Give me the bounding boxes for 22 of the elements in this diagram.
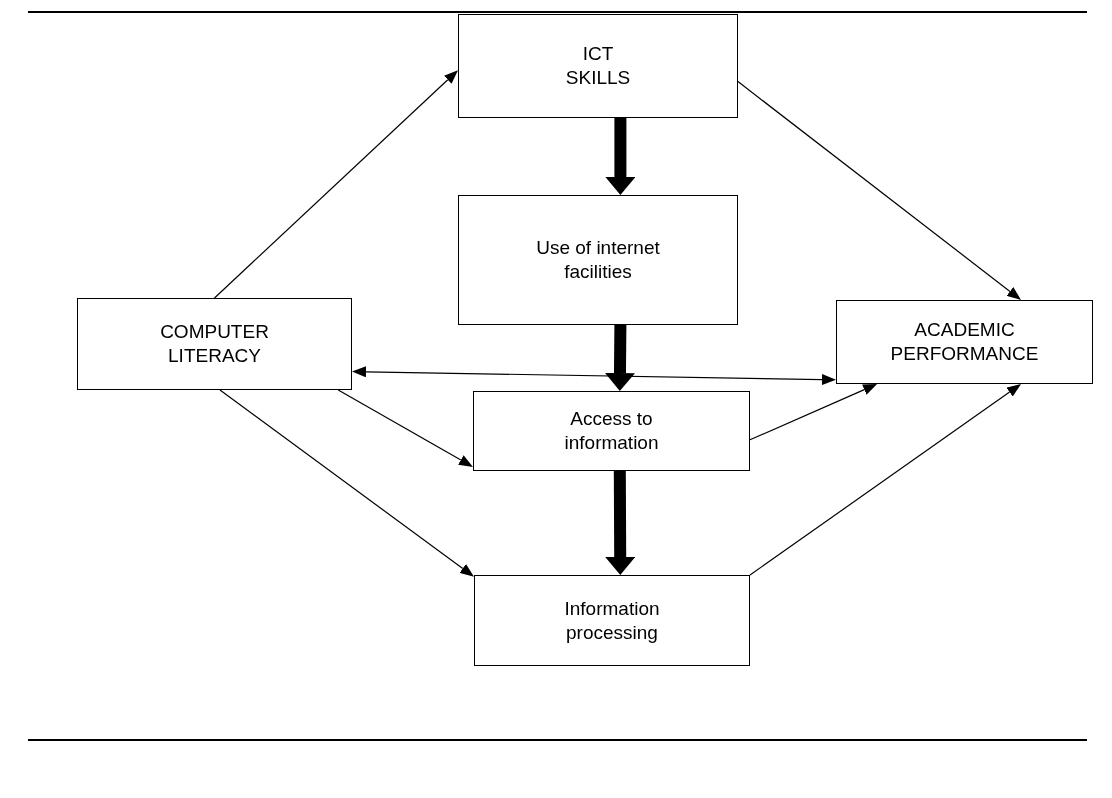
node-label: Information processing (563, 596, 661, 645)
arrow (213, 70, 458, 299)
process-box (458, 14, 738, 118)
node-label: Access to information (563, 407, 660, 455)
arrow (737, 81, 1022, 300)
process-box (473, 391, 750, 471)
process-box (77, 298, 352, 390)
node-label: ICT SKILLS (564, 42, 632, 90)
node-label: ACADEMIC PERFORMANCE (889, 318, 1040, 366)
node-label: Use of internet facilities (535, 236, 661, 284)
arrow (605, 118, 636, 195)
arrow (605, 470, 636, 575)
process-box (836, 300, 1093, 384)
arrow (352, 366, 836, 386)
arrow (749, 384, 1022, 576)
node-label: COMPUTER LITERACY (159, 320, 270, 368)
arrow (749, 384, 878, 441)
arrow (219, 389, 474, 577)
arrow (337, 389, 473, 467)
arrow (604, 324, 635, 391)
process-box (474, 575, 750, 666)
process-box (458, 195, 738, 325)
